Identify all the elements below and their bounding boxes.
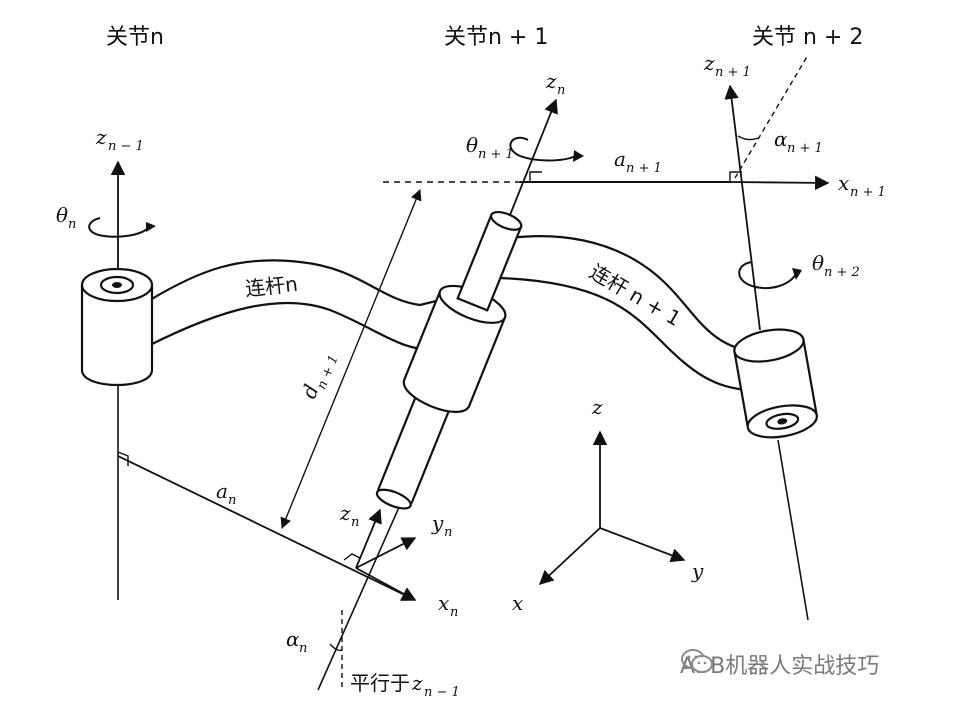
svg-text:n: n (444, 525, 452, 540)
label-alpha-n1: α n + 1 (774, 127, 823, 156)
svg-text:n + 1: n + 1 (787, 141, 823, 156)
label-world-z: z (591, 395, 603, 419)
svg-text:x: x (438, 591, 449, 615)
label-theta-n1: θ n + 1 (466, 133, 514, 162)
d-n1-dimension (280, 188, 422, 530)
label-a-n: a n (216, 479, 236, 508)
svg-text:a: a (614, 147, 626, 171)
svg-text:n: n (299, 641, 307, 656)
label-d-n1: d n + 1 (297, 353, 342, 402)
label-alpha-n: α n (286, 627, 307, 656)
common-normal-a-n (117, 455, 417, 601)
svg-text:x: x (838, 171, 849, 195)
label-x-n: x n (438, 591, 458, 620)
svg-text:n: n (351, 515, 359, 530)
label-x-n1: x n + 1 (838, 171, 886, 200)
svg-text:z: z (411, 671, 423, 695)
joint-n-axis (110, 160, 129, 600)
svg-text:n + 2: n + 2 (824, 265, 860, 280)
alpha-n-arc (329, 643, 343, 652)
watermark-text: ABB机器人实战技巧 (680, 654, 880, 679)
joint-n2-title: 关节 n + 2 (752, 25, 863, 50)
joint-n2-axis (724, 54, 809, 621)
svg-text:y: y (431, 511, 444, 535)
label-z-n-minus-1: z n − 1 (95, 125, 144, 154)
label-z-n1: z n + 1 (703, 51, 751, 80)
svg-text:n: n (557, 83, 565, 98)
label-a-n1: a n + 1 (614, 147, 662, 176)
svg-text:z: z (95, 125, 107, 149)
joint-n-cylinder (80, 267, 154, 386)
svg-text:n + 1: n + 1 (626, 161, 662, 176)
svg-text:n: n (68, 217, 76, 232)
svg-text:θ: θ (812, 251, 824, 275)
wechat-icon (681, 649, 713, 673)
joint-n1-cylinder (375, 210, 523, 510)
svg-text:z: z (703, 51, 715, 75)
svg-text:n + 1: n + 1 (850, 185, 886, 200)
svg-text:n − 1: n − 1 (424, 685, 460, 700)
svg-text:z: z (339, 501, 351, 525)
world-frame-axes (538, 430, 686, 585)
theta-n2-rotation-icon (738, 261, 802, 290)
svg-text:n + 1: n + 1 (478, 147, 514, 162)
link-n-label: 连杆n (244, 272, 299, 301)
joint-n-title: 关节n (106, 25, 164, 50)
label-theta-n: θ n (56, 203, 76, 232)
label-world-y: y (691, 559, 704, 583)
svg-text:n + 1: n + 1 (314, 353, 341, 392)
svg-text:θ: θ (56, 203, 68, 227)
label-world-x: x (512, 591, 523, 615)
watermark: ABB机器人实战技巧 (680, 648, 879, 680)
svg-text:α: α (774, 127, 788, 151)
label-theta-n2: θ n + 2 (812, 251, 860, 280)
common-normal-a-n1 (520, 171, 830, 191)
svg-text:a: a (216, 479, 228, 503)
svg-text:n + 1: n + 1 (715, 65, 751, 80)
label-y-n: y n (431, 511, 452, 540)
svg-text:n: n (228, 493, 236, 508)
label-parallel-to-z: 平行于 z n − 1 (350, 671, 460, 700)
theta-n-rotation-icon (88, 217, 156, 238)
joint-n2-cylinder (733, 328, 818, 439)
theta-n1-rotation-icon (509, 137, 584, 162)
svg-text:z: z (545, 69, 557, 93)
svg-text:平行于: 平行于 (350, 671, 410, 695)
svg-text:n − 1: n − 1 (108, 139, 144, 154)
label-z-n-bottom: z n (339, 501, 359, 530)
joint-n1-title: 关节n + 1 (444, 25, 548, 50)
label-z-n-top: z n (545, 69, 565, 98)
svg-text:α: α (286, 627, 300, 651)
link-n1-body (498, 235, 762, 392)
svg-text:n: n (450, 605, 458, 620)
svg-text:θ: θ (466, 133, 478, 157)
